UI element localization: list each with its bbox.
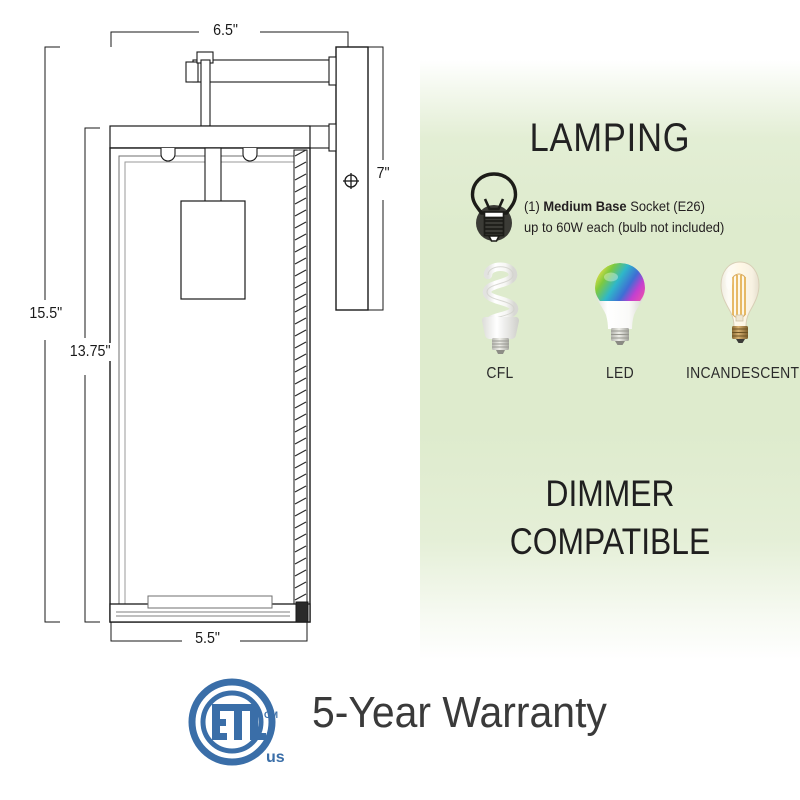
etl-certification-logo: CM us <box>186 678 296 774</box>
bulb-label-cfl: CFL <box>486 365 514 382</box>
dimmer-line-2: COMPATIBLE <box>509 521 711 563</box>
lamping-panel-background <box>420 60 800 660</box>
cfl-bulb-icon <box>461 255 539 360</box>
dimension-label-backplate: 7" <box>372 165 394 183</box>
socket-wattage: up to 60W each (bulb not included) <box>524 220 725 236</box>
svg-text:us: us <box>266 749 285 766</box>
socket-specification: (1) Medium Base Socket (E26) up to 60W e… <box>524 196 777 238</box>
warranty-text: 5-Year Warranty <box>312 688 607 737</box>
dimension-label-width: 5.5" <box>191 630 224 648</box>
dimension-label-total-height: 15.5" <box>25 305 66 323</box>
bulb-option-cfl: CFL <box>440 255 560 383</box>
svg-text:CM: CM <box>264 710 278 720</box>
incandescent-bulb-icon <box>701 255 779 360</box>
socket-base-type: Medium Base <box>543 199 627 214</box>
socket-type-suffix: Socket (E26) <box>626 199 705 214</box>
lightbulb-icon <box>466 168 522 246</box>
bulb-option-incandescent: INCANDESCENT <box>680 255 800 383</box>
bulb-label-led: LED <box>606 365 634 382</box>
led-bulb-icon <box>581 255 659 360</box>
socket-count: (1) <box>524 199 544 214</box>
bulb-option-led: LED <box>560 255 680 383</box>
dimmer-line-1: DIMMER <box>545 473 675 514</box>
bulb-type-row: CFL <box>440 255 800 383</box>
wall-sconce-dimension-drawing: 6.5" 7" 15.5" 13.75" 5.5" <box>0 0 420 680</box>
lamping-heading: LAMPING <box>529 116 691 160</box>
dimension-label-depth: 6.5" <box>209 22 242 40</box>
dimension-label-body-height: 13.75" <box>66 343 115 361</box>
dimmer-compatible-heading: DIMMER COMPATIBLE <box>447 470 774 566</box>
bulb-label-incandescent: INCANDESCENT <box>686 365 800 382</box>
